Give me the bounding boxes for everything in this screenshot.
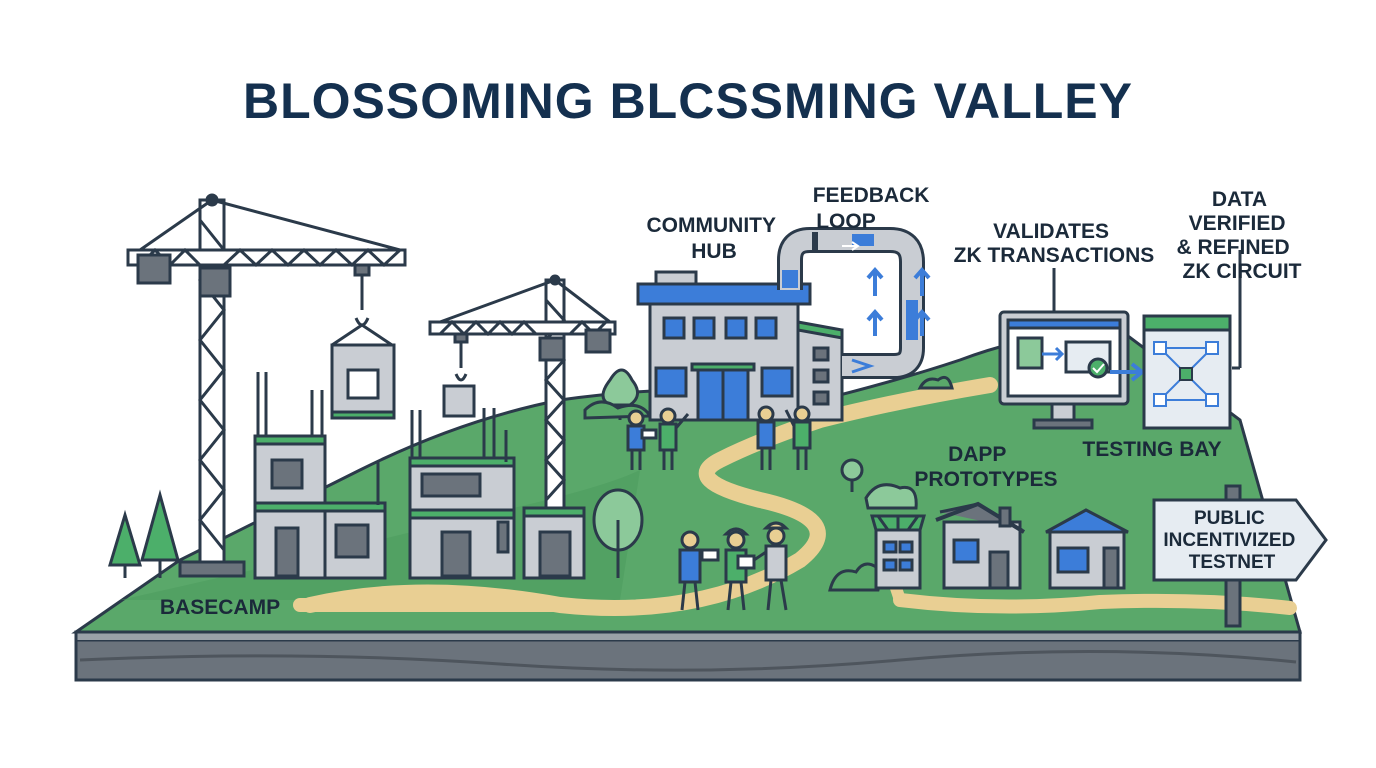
community-hub-line-2: HUB [691, 240, 737, 263]
data-verified-line-2: VERIFIED [1189, 212, 1286, 235]
community-hub-label: COMMUNITY HUB [647, 214, 782, 263]
building-icon [408, 408, 586, 580]
pipe-icon [777, 227, 931, 379]
data-verified-line-3: & REFINED [1176, 236, 1289, 259]
data-verified-label: DATA VERIFIED & REFINED ZK CIRCUIT [1176, 188, 1301, 283]
validates-label: VALIDATES ZK TRANSACTIONS [954, 220, 1155, 267]
dapp-line-2: PROTOTYPES [914, 468, 1057, 491]
crane-icon [428, 274, 617, 512]
testnet-line-2: INCENTIVIZED [1163, 530, 1295, 551]
bush-icon [828, 375, 954, 592]
feedback-loop-line-2: LOOP [816, 210, 876, 233]
person-icon [626, 405, 812, 470]
building-icon [870, 501, 1129, 590]
person-icon [678, 521, 790, 611]
page-title: BLOSSOMING BLCSSMING VALLEY [243, 73, 1133, 129]
crane-icon [126, 193, 407, 578]
hanging-block [330, 323, 396, 420]
testnet-line-3: TESTNET [1189, 552, 1276, 573]
feedback-loop-label: FEEDBACK LOOP [813, 184, 936, 233]
dapp-line-1: DAPP [948, 443, 1006, 466]
community-hub-line-1: COMMUNITY [647, 214, 776, 237]
network-icon [1142, 250, 1242, 430]
validates-line-2: ZK TRANSACTIONS [954, 244, 1155, 267]
testnet-sign-label: PUBLIC INCENTIVIZED TESTNET [1163, 508, 1300, 573]
data-verified-line-4: ZK CIRCUIT [1183, 260, 1302, 283]
labels: COMMUNITY HUB FEEDBACK LOOP VALIDATES ZK… [160, 184, 1302, 619]
dapp-label: DAPP PROTOTYPES [914, 443, 1057, 491]
tree-icon [107, 489, 180, 578]
community-hub-building [636, 270, 844, 422]
building-icon [253, 372, 387, 580]
signpost-icon [1152, 484, 1328, 628]
data-verified-line-1: DATA [1212, 188, 1267, 211]
basecamp-label: BASECAMP [160, 596, 280, 619]
feedback-loop-line-1: FEEDBACK [813, 184, 930, 207]
testnet-line-1: PUBLIC [1194, 508, 1265, 529]
monitor-icon [998, 268, 1146, 430]
ground-slab [74, 630, 1302, 682]
validates-line-1: VALIDATES [993, 220, 1109, 243]
tree-icon [583, 368, 653, 578]
testing-bay-label: TESTING BAY [1082, 438, 1221, 461]
